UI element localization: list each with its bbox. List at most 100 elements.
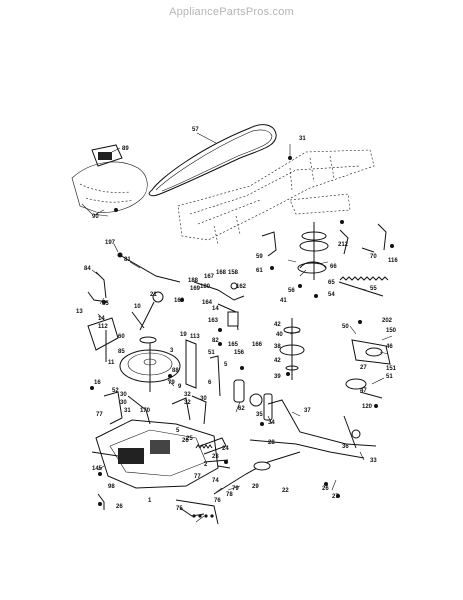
callout: 164 [202,300,213,306]
callout: 79 [232,486,239,492]
callout: 27 [360,365,367,371]
callout: 65 [328,280,335,286]
transmission-pulley [119,336,181,392]
callout: 37 [304,408,311,414]
callout: 41 [280,298,287,304]
callout: 36 [342,444,349,450]
callout: 34 [268,420,275,426]
callout: 85 [118,349,125,355]
callout: 89 [122,146,129,152]
callout: 31 [124,408,131,414]
callout: 98 [108,484,115,490]
callout: 32 [184,392,191,398]
callout: 19 [180,332,187,338]
bracket-left [87,271,109,304]
callout: 145 [92,466,103,472]
drive-belt [148,124,277,197]
callout: 25 [186,436,193,442]
callout: 82 [212,338,219,344]
callout: 56 [288,288,295,294]
callout: 165 [228,342,239,348]
callout: 168 [216,270,227,276]
callout: 120 [362,404,373,410]
shaft-parts [233,379,273,421]
callout: 40 [276,332,283,338]
callout: 188 [188,278,199,284]
callout: 30 [120,392,127,398]
callout: 35 [256,412,263,418]
callout: 158 [228,270,239,276]
callout: 169 [190,286,201,292]
callout: 21 [150,292,157,298]
callout: 13 [76,309,83,315]
idler-pulley-stack [279,318,305,380]
callout: 61 [256,268,263,274]
callout: 74 [212,478,219,484]
callout: 90 [92,214,99,220]
callout: 42 [274,358,281,364]
watermark: AppliancePartsPros.com [169,6,294,18]
callout: 180 [200,284,211,290]
callout: 163 [208,318,219,324]
callout: 77 [96,412,103,418]
callout: 30 [200,396,207,402]
callout: 150 [386,328,397,334]
callout: 84 [84,266,91,272]
callout: 11 [108,360,115,366]
callout: 81 [124,257,131,263]
callout: 170 [140,408,151,414]
callout: 1 [148,498,152,504]
callout: 16 [94,380,101,386]
tension-spring [195,444,231,469]
clutch-linkage [193,281,245,331]
callout: 50 [342,324,349,330]
seat-hood-assembly [71,144,148,217]
callout: 70 [370,254,377,260]
callout: 5 [224,362,228,368]
callout: 10 [134,304,141,310]
brake-bracket [87,317,119,362]
callout: 151 [386,366,397,372]
callout: 23 [212,454,219,460]
callout: 156 [234,350,245,356]
callout: 116 [388,258,398,264]
callout: 26 [116,504,123,510]
callout: 24 [222,446,229,452]
callout: 31 [299,136,306,142]
callout: 202 [382,318,393,324]
idler-spindle [297,222,329,280]
callout: 29 [252,484,259,490]
callout: 26 [182,438,189,444]
callout: 197 [105,240,116,246]
bellcrank-right [345,339,391,399]
callout: 166 [252,342,263,348]
callout: 38 [274,344,281,350]
leader-lines [91,132,393,523]
callout: 6 [208,380,212,386]
callout: 22 [282,488,289,494]
callout: 75 [176,506,183,512]
callout-labels: 57 31 89 90 197 81 84 85 13 14 112 60 11… [76,127,398,512]
callout: 51 [386,374,393,380]
callout: 78 [226,492,233,498]
callout: 33 [370,458,377,464]
callout: 112 [98,324,108,330]
callout: 2 [204,462,208,468]
callout: 76 [214,498,221,504]
fasteners [90,156,394,518]
brake-levers [103,391,207,425]
callout: 167 [204,274,215,280]
callout: 52 [112,388,119,394]
callout: 57 [192,127,199,133]
callout: 9 [178,384,182,390]
spring [338,276,389,297]
callout: 162 [236,284,247,290]
callout: 47 [360,388,367,394]
pivot-rod [249,399,377,459]
bracket-mid [185,339,221,397]
drag-link [213,451,301,495]
callout: 26 [322,486,329,492]
callout: 32 [184,400,191,406]
transaxle [91,419,229,489]
